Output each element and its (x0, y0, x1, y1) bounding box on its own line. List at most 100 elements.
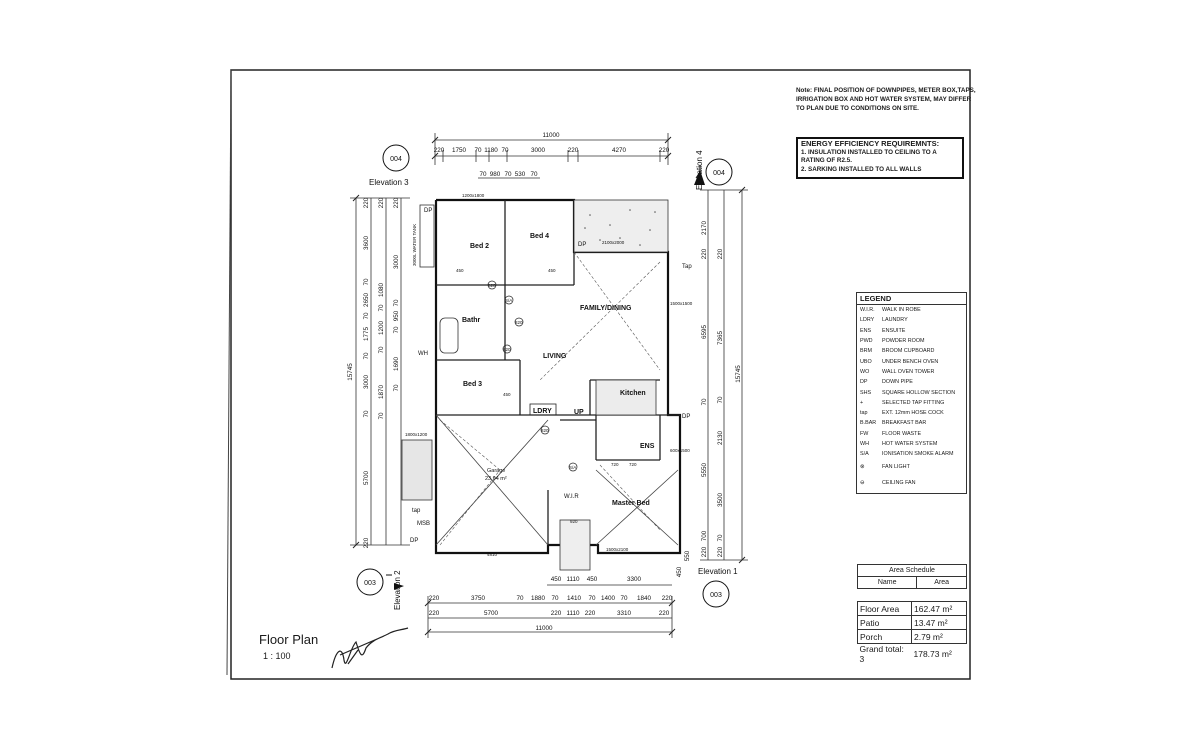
dim-l1-1: 220 (363, 197, 370, 208)
dim-l3-5: 70 (393, 326, 400, 334)
sheet-border-left-extension (226, 69, 232, 676)
window-1800x1200: 1800x1200 (405, 432, 428, 437)
dim-top2-5: 70 (530, 171, 538, 178)
ceiling-fan-icon: ⊖ (860, 480, 865, 487)
area-grand-value: 178.73 m² (913, 649, 952, 659)
dim-top-4: 1180 (484, 147, 498, 154)
dim-l1-7: 70 (363, 352, 370, 360)
mark-water-tank: 3000L WATER TANK (412, 224, 417, 266)
door-720a: 720 (611, 462, 619, 467)
room-bed3: Bed 3 (463, 381, 482, 388)
dim-b2-2: 5700 (484, 610, 499, 617)
dim-right-extra2: 450 (676, 566, 683, 577)
dim-top2-4: 530 (515, 171, 526, 178)
dim-b2-4: 1110 (566, 610, 580, 617)
dim-b2-1: 220 (429, 610, 440, 617)
legend-row: UBO UNDER BENCH OVEN (857, 356, 966, 366)
elevation-ref-bottom-left: 003 (364, 580, 376, 587)
dim-top2-1: 70 (479, 171, 487, 178)
mark-msb: MSB (417, 521, 430, 527)
room-family-dining: FAMILY/DINING (580, 305, 632, 312)
door-450c: 450 (503, 392, 511, 397)
legend-desc: UNDER BENCH OVEN (882, 358, 939, 365)
mark-wh: WH (418, 351, 428, 357)
legend-code: LDRY (860, 317, 875, 324)
dim-b2-5: 220 (585, 610, 596, 617)
mark-tap2: tap (412, 508, 421, 514)
signature (331, 627, 409, 669)
dim-top2-2: 980 (490, 171, 501, 178)
room-master-bed: Master Bed (612, 500, 650, 507)
elevation-2-label: Elevation 2 (393, 570, 402, 610)
dim-l2-6: 1870 (378, 385, 385, 400)
window-2100x2000: 2100x2000 (602, 240, 625, 245)
dim-l2-5: 70 (378, 346, 385, 354)
legend-desc: ENSUITE (882, 327, 906, 334)
dim-r2-7: 220 (717, 546, 724, 557)
dim-b1-8: 1400 (601, 595, 616, 602)
legend-desc: SELECTED TAP FITTING (882, 399, 945, 406)
dim-r2-4: 2130 (717, 431, 724, 446)
dim-b2-7: 220 (659, 610, 670, 617)
legend-desc: LAUNDRY (882, 317, 908, 324)
fan-light-icon: ⊗ (860, 464, 865, 471)
legend-code: UBO (860, 358, 872, 365)
room-garage: Garage (487, 468, 505, 474)
elevation-3-label: Elevation 3 (369, 178, 409, 187)
dim-l1-6: 1775 (363, 327, 370, 342)
dim-right-extra: 550 (684, 550, 691, 561)
area-name: Floor Area (857, 601, 912, 616)
dim-l1-4: 2650 (363, 293, 370, 308)
legend-desc: SQUARE HOLLOW SECTION (882, 389, 956, 396)
legend-desc: IONISATION SMOKE ALARM (882, 451, 954, 458)
window-1200x1800: 1200x1800 (462, 193, 485, 198)
legend-row: tap EXT. 12mm HOSE COCK (857, 408, 966, 418)
dim-porch-2: 1110 (566, 576, 580, 583)
dim-b2-3: 220 (551, 610, 562, 617)
area-schedule-head-table: Area Schedule Name Area (856, 564, 967, 589)
legend-desc: EXT. 12mm HOSE COCK (882, 410, 944, 417)
elevation-ref-bottom-right: 003 (710, 592, 722, 599)
dim-l3-1: 220 (393, 197, 400, 208)
legend-desc: FAN LIGHT (882, 464, 910, 471)
dim-top-2: 1750 (452, 147, 467, 154)
mark-dp3: DP (682, 414, 690, 420)
dim-b1-2: 3750 (471, 595, 486, 602)
dim-top2-3: 70 (504, 171, 512, 178)
legend-row: SHS SQUARE HOLLOW SECTION (857, 387, 966, 397)
mark-dp4: DP (410, 538, 418, 544)
site-note: Note: FINAL POSITION OF DOWNPIPES, METER… (796, 87, 976, 112)
dim-b1-10: 1840 (637, 595, 652, 602)
smoke-alarm-2: S/A (569, 465, 576, 470)
area-value: 13.47 m² (911, 615, 967, 630)
legend-code: tap (860, 410, 868, 417)
dim-l1-3: 70 (363, 278, 370, 286)
dim-l3-7: 70 (393, 384, 400, 392)
elevation-marker-top-left (382, 144, 410, 172)
legend-code: SHS (860, 389, 872, 396)
legend-desc: BREAKFAST BAR (882, 420, 927, 427)
dim-b2-6: 3310 (617, 610, 632, 617)
legend-row: W.I.R.WALK IN ROBE (857, 305, 966, 315)
door-450b: 450 (548, 268, 556, 273)
dim-b1-1: 220 (429, 595, 440, 602)
legend-code: FW (860, 430, 869, 437)
dim-b1-7: 70 (588, 595, 596, 602)
area-schedule-title: Area Schedule (857, 564, 967, 577)
dim-l2-2: 1080 (378, 283, 385, 298)
dim-r1-6: 700 (701, 530, 708, 541)
room-ens: ENS (640, 443, 655, 450)
dim-r2-5: 3500 (717, 493, 724, 508)
area-name: Patio (857, 615, 912, 630)
legend-row: +SELECTED TAP FITTING (857, 398, 966, 408)
dim-porch-1: 450 (551, 576, 562, 583)
dim-r1-7: 220 (701, 546, 708, 557)
dim-r1-2: 220 (701, 248, 708, 259)
legend-code: W.I.R. (860, 307, 875, 314)
